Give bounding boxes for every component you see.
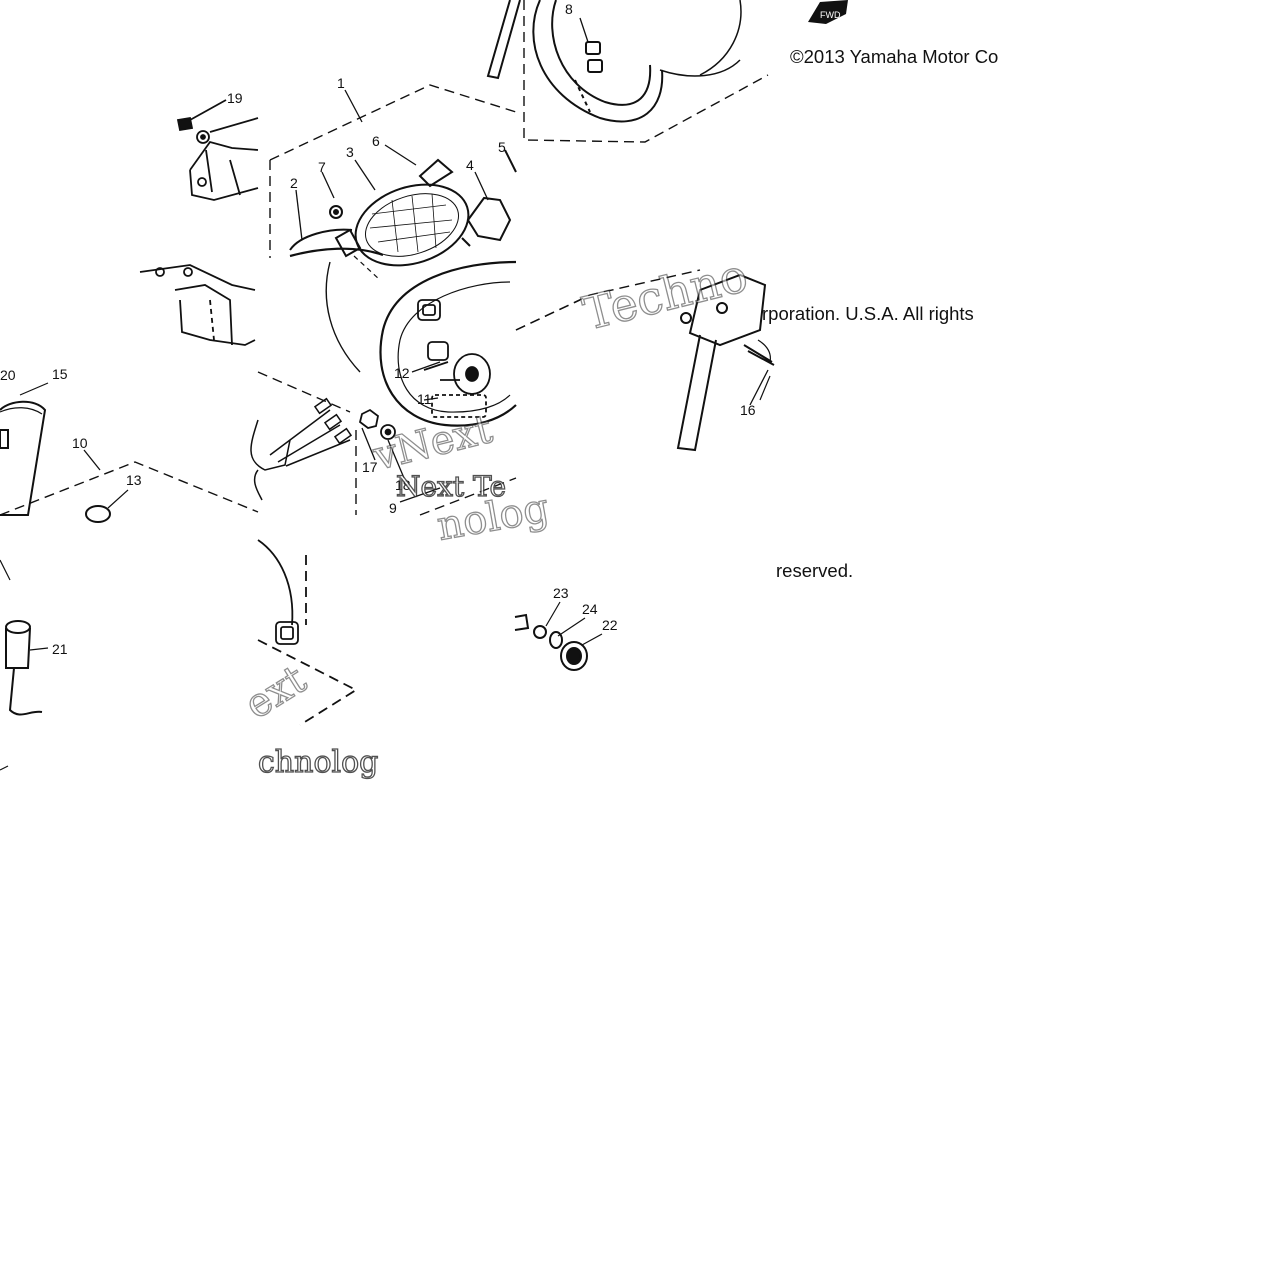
mounting-bracket xyxy=(139,264,256,346)
callout-22: 22 xyxy=(602,617,618,633)
callout-7: 7 xyxy=(318,159,326,175)
callout-24: 24 xyxy=(582,601,598,617)
callout-12: 12 xyxy=(394,365,410,381)
tile-top-dashed-frame xyxy=(523,0,769,143)
callout-23: 23 xyxy=(553,585,569,601)
watermark-word-6: chnolog xyxy=(258,745,378,780)
watermark-word-5: ext xyxy=(237,656,314,728)
turn-signal-left xyxy=(0,382,49,516)
headlight-housing xyxy=(289,247,517,427)
stay-bracket xyxy=(676,273,775,452)
callout-18: 18 xyxy=(395,477,411,493)
grommet-set xyxy=(514,601,603,671)
callout-6: 6 xyxy=(372,133,380,149)
nut-washer xyxy=(358,408,396,440)
turn-signal-stem xyxy=(0,559,49,771)
callout-2: 2 xyxy=(290,175,298,191)
callout-10: 10 xyxy=(72,435,88,451)
copyright-line-1: ©2013 Yamaha Motor Co xyxy=(790,46,999,67)
callout-17: 17 xyxy=(362,459,378,475)
leader-lines xyxy=(83,17,769,503)
callout-11: 11 xyxy=(417,391,432,407)
callout-numbers: 1 2 3 4 5 6 7 8 9 10 11 12 13 15 16 17 1… xyxy=(0,1,756,657)
headlight-rim xyxy=(532,0,742,123)
watermark: Techno vNext Next Te nolog ext chnolog xyxy=(236,247,753,780)
copyright-line-3: reserved. xyxy=(776,560,854,581)
fwd-label: FWD xyxy=(820,10,841,20)
stem-frame xyxy=(0,461,259,516)
lower-housing xyxy=(257,539,358,726)
callout-5: 5 xyxy=(498,139,506,155)
callout-20: 20 xyxy=(0,367,16,383)
copyright-line-2: rporation. U.S.A. All rights xyxy=(762,303,974,324)
headlight-lens xyxy=(354,183,470,267)
rim-screw xyxy=(486,0,521,80)
callout-8: 8 xyxy=(565,1,573,17)
callout-15: 15 xyxy=(52,366,68,382)
callout-3: 3 xyxy=(346,144,354,160)
bulb-13 xyxy=(85,489,129,523)
watermark-word-3: Next Te xyxy=(396,470,506,503)
callout-16: 16 xyxy=(740,402,756,418)
wire-harness xyxy=(250,397,353,501)
headlight-shell-top xyxy=(289,149,517,258)
callout-9: 9 xyxy=(389,500,397,516)
callout-4: 4 xyxy=(466,157,474,173)
upper-bracket xyxy=(176,99,259,201)
watermark-word-2: vNext xyxy=(368,406,496,480)
fwd-tag: FWD xyxy=(808,0,848,24)
callout-19: 19 xyxy=(227,90,243,106)
watermark-word-1: Techno xyxy=(578,248,753,341)
callout-21: 21 xyxy=(52,641,68,657)
socket-parts xyxy=(417,299,491,418)
right-tile-dashed xyxy=(515,269,701,331)
callout-13: 13 xyxy=(126,472,142,488)
callout-1: 1 xyxy=(337,75,345,91)
headlight-assembly-frame xyxy=(269,84,517,258)
